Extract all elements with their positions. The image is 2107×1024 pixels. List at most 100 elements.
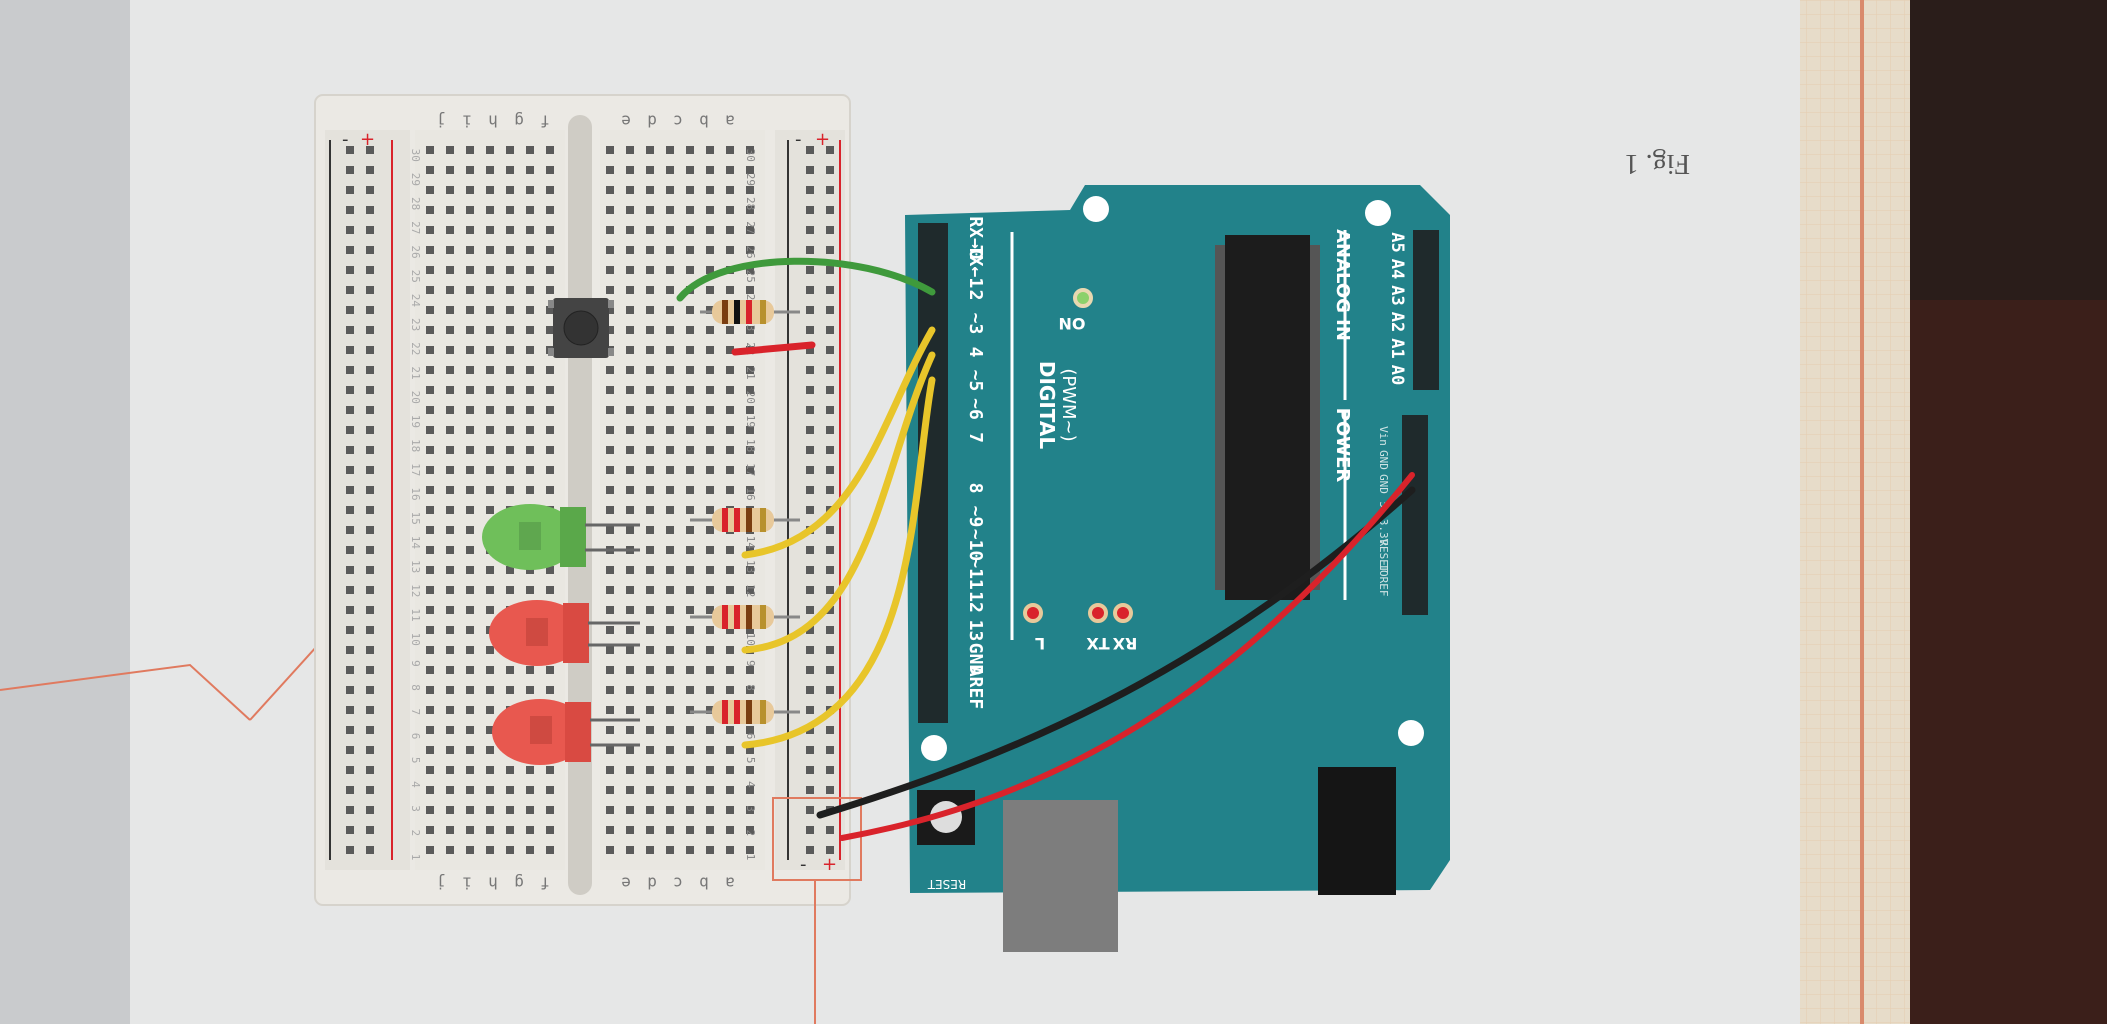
digital-pin-label: TX←1 xyxy=(965,245,986,288)
row-number: 27 xyxy=(744,221,757,234)
row-number: 7 xyxy=(409,708,422,715)
row-number: 29 xyxy=(409,173,422,186)
row-number: 1 xyxy=(409,854,422,861)
resistor-led-red-1 xyxy=(690,605,800,629)
power-pin-label: RESET xyxy=(1377,539,1390,572)
row-number: 14 xyxy=(744,536,757,550)
reset-label: RESET xyxy=(927,877,966,891)
power-pin-label: 3.3V xyxy=(1377,519,1390,546)
rx-led xyxy=(1113,603,1133,623)
power-pin-label: IOREF xyxy=(1377,563,1390,596)
notebook-margin-line xyxy=(1860,0,1864,1024)
row-number: 28 xyxy=(744,197,757,210)
row-number: 4 xyxy=(409,781,422,788)
row-number: 26 xyxy=(744,245,757,258)
analog-header xyxy=(1413,230,1439,390)
column-letter-top: g xyxy=(514,112,524,131)
terminal-holes-right xyxy=(605,140,755,860)
rail-plus-label-top-left: + xyxy=(360,129,375,150)
resistor-button xyxy=(700,300,800,324)
row-number: 4 xyxy=(744,781,757,788)
digital-pin-label: 4 xyxy=(965,347,986,358)
rail-minus-label-top-left: - xyxy=(342,129,349,150)
pointer-line-left xyxy=(0,663,251,721)
row-number: 12 xyxy=(744,584,757,597)
center-channel xyxy=(568,115,592,895)
desk-dark-area-lower xyxy=(1910,300,2107,1024)
analog-in-label: ANALOG IN xyxy=(1332,229,1353,341)
digital-pin-label: 12 xyxy=(965,591,986,613)
row-number: 25 xyxy=(744,270,757,283)
digital-pin-label: ~11 xyxy=(965,557,986,590)
row-number: 18 xyxy=(744,439,757,452)
row-number: 13 xyxy=(409,560,422,573)
row-number: 16 xyxy=(409,487,422,500)
row-number: 29 xyxy=(744,173,757,186)
row-number: 9 xyxy=(409,660,422,667)
digital-pin-label: GND xyxy=(965,643,986,676)
row-number: 21 xyxy=(744,366,757,379)
column-letter-top: h xyxy=(488,112,498,131)
row-number: 20 xyxy=(409,391,422,404)
row-number: 10 xyxy=(409,633,422,646)
row-number: 19 xyxy=(744,415,757,428)
digital-pin-label: 13 xyxy=(965,620,986,642)
row-number: 10 xyxy=(744,633,757,646)
row-number: 18 xyxy=(409,439,422,452)
analog-pin-label: A1 xyxy=(1387,338,1407,358)
wire-red-5v xyxy=(839,472,1415,841)
column-letter-bottom: e xyxy=(621,874,631,893)
row-number: 6 xyxy=(409,733,422,740)
row-number: 20 xyxy=(744,391,757,404)
row-number: 1 xyxy=(744,854,757,861)
row-number: 30 xyxy=(409,149,422,162)
row-number: 28 xyxy=(409,197,422,210)
row-number: 19 xyxy=(409,415,422,428)
column-letter-bottom: a xyxy=(725,874,735,893)
power-pin-label: GND xyxy=(1377,450,1390,470)
l-led xyxy=(1023,603,1043,623)
row-number: 3 xyxy=(744,805,757,812)
row-number: 8 xyxy=(744,684,757,691)
column-letter-top: i xyxy=(462,112,472,131)
rail-holes-left xyxy=(340,145,385,855)
l-led-label: L xyxy=(1035,634,1045,653)
tx-led-label: TX xyxy=(1086,634,1110,653)
row-number: 5 xyxy=(744,757,757,764)
power-pin-label: Vin xyxy=(1377,426,1390,446)
row-number: 27 xyxy=(409,221,422,234)
digital-pin-label: ~9 xyxy=(965,506,986,528)
resistor-led-green xyxy=(690,508,800,532)
column-letter-bottom: b xyxy=(699,874,709,893)
row-number: 26 xyxy=(409,245,422,258)
power-pin-label: GND xyxy=(1377,474,1390,494)
row-number: 30 xyxy=(744,149,757,162)
column-letter-bottom: i xyxy=(462,874,472,893)
figure-caption: Fig. 1 xyxy=(1625,148,1690,179)
column-letter-top: a xyxy=(725,112,735,131)
analog-pin-label: A3 xyxy=(1387,285,1407,305)
row-number: 16 xyxy=(744,487,757,500)
digital-pin-label: 7 xyxy=(965,432,986,443)
led-red-1 xyxy=(489,600,640,666)
row-number: 2 xyxy=(744,829,757,836)
highlight-box xyxy=(772,797,862,881)
mount-hole-2 xyxy=(1365,200,1391,226)
mount-hole-1 xyxy=(1083,196,1109,222)
row-number: 11 xyxy=(409,608,422,621)
analog-pin-label: A5 xyxy=(1387,232,1407,252)
analog-pin-label: A2 xyxy=(1387,312,1407,332)
column-letter-bottom: f xyxy=(540,874,550,893)
on-label: ON xyxy=(1059,314,1086,333)
microcontroller-chip xyxy=(1225,235,1310,600)
digital-pin-label: ~5 xyxy=(965,370,986,392)
rx-led-label: RX xyxy=(1112,634,1137,653)
digital-label: DIGITAL xyxy=(1035,361,1059,449)
row-number: 3 xyxy=(409,805,422,812)
wire-yellow-pin4 xyxy=(741,351,936,654)
row-number: 2 xyxy=(409,829,422,836)
digital-pin-label: ~6 xyxy=(965,398,986,420)
